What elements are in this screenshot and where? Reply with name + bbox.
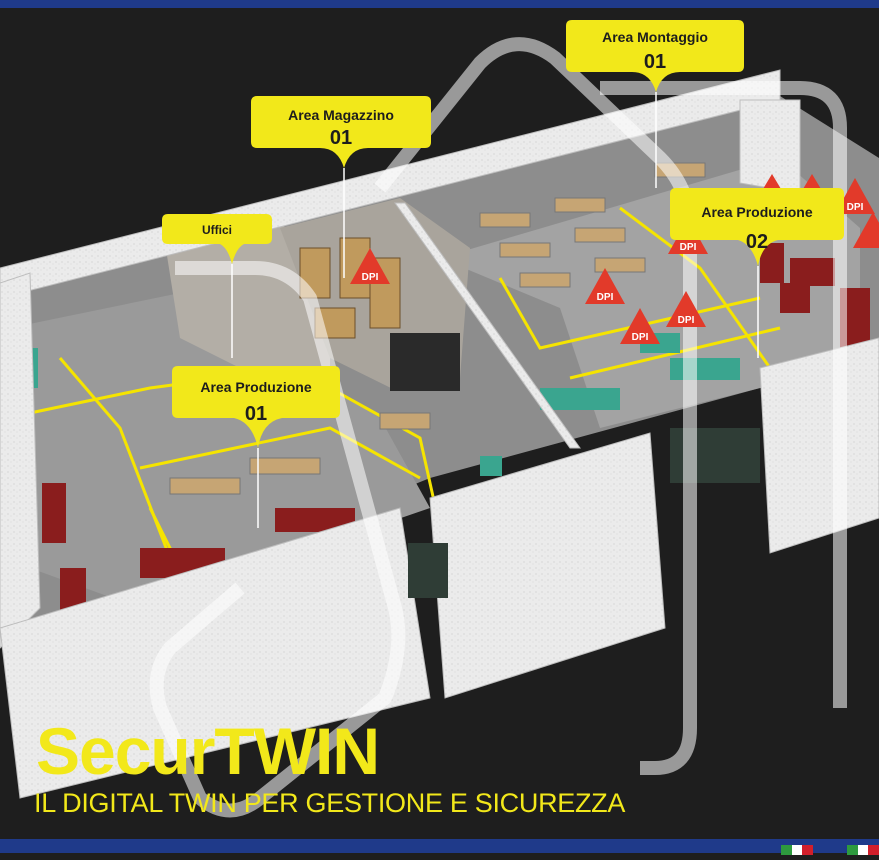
brand-subtitle: IL DIGITAL TWIN PER GESTIONE E SICUREZZA: [34, 788, 626, 818]
glass-door: [408, 543, 448, 598]
area-label-name: Area Produzione: [200, 379, 311, 395]
dpi-marker-label: DPI: [680, 242, 697, 253]
dpi-marker: DPI: [666, 291, 706, 327]
warehouse-door: [390, 333, 460, 391]
walkway-line: [139, 426, 421, 480]
area-label-name: Area Produzione: [701, 204, 812, 220]
dpi-marker-label: DPI: [678, 315, 695, 326]
area-label-name: Area Montaggio: [602, 29, 708, 45]
area-label-number: 02: [746, 231, 768, 253]
area-label-area-montaggio-01: Area Montaggio 01: [566, 20, 744, 188]
area-label-number: 01: [330, 127, 352, 149]
area-label-uffici: Uffici: [162, 214, 272, 358]
area-label-area-magazzino-01: Area Magazzino 01: [251, 96, 431, 278]
dpi-marker-label: DPI: [597, 292, 614, 303]
flag-stripe-right: [847, 842, 879, 855]
brand-title: SecurTWIN: [36, 714, 380, 788]
dpi-marker: DPI: [350, 248, 390, 284]
area-label-area-produzione-02: Area Produzione 02: [670, 188, 844, 358]
bottom-accent-bar: [0, 839, 879, 855]
area-label-number: 01: [245, 403, 267, 425]
dpi-marker-label: DPI: [632, 332, 649, 343]
flag-stripe-left: [781, 842, 813, 855]
walkway-line: [619, 206, 772, 369]
area-label-name: Area Magazzino: [288, 107, 394, 123]
dpi-markers: DPI DPI DPI DPI DPI DPI: [350, 174, 879, 344]
dpi-marker-label: DPI: [847, 202, 864, 213]
factory-floor-illustration: DPI DPI DPI DPI DPI DPI: [0, 20, 879, 818]
dpi-marker-label: DPI: [362, 272, 379, 283]
area-label-name: Uffici: [202, 223, 232, 237]
top-accent-bar: [0, 0, 879, 8]
dpi-marker: DPI: [835, 178, 875, 214]
dpi-marker: DPI: [620, 308, 660, 344]
production-shelves: [169, 412, 431, 495]
logo-outline-watermark: [149, 37, 847, 818]
dpi-marker: DPI: [585, 268, 625, 304]
area-label-number: 01: [644, 51, 666, 73]
area-label-area-produzione-01: Area Produzione 01: [172, 366, 340, 528]
dpi-marker: [853, 212, 879, 248]
assembly-shelves: [479, 162, 731, 288]
